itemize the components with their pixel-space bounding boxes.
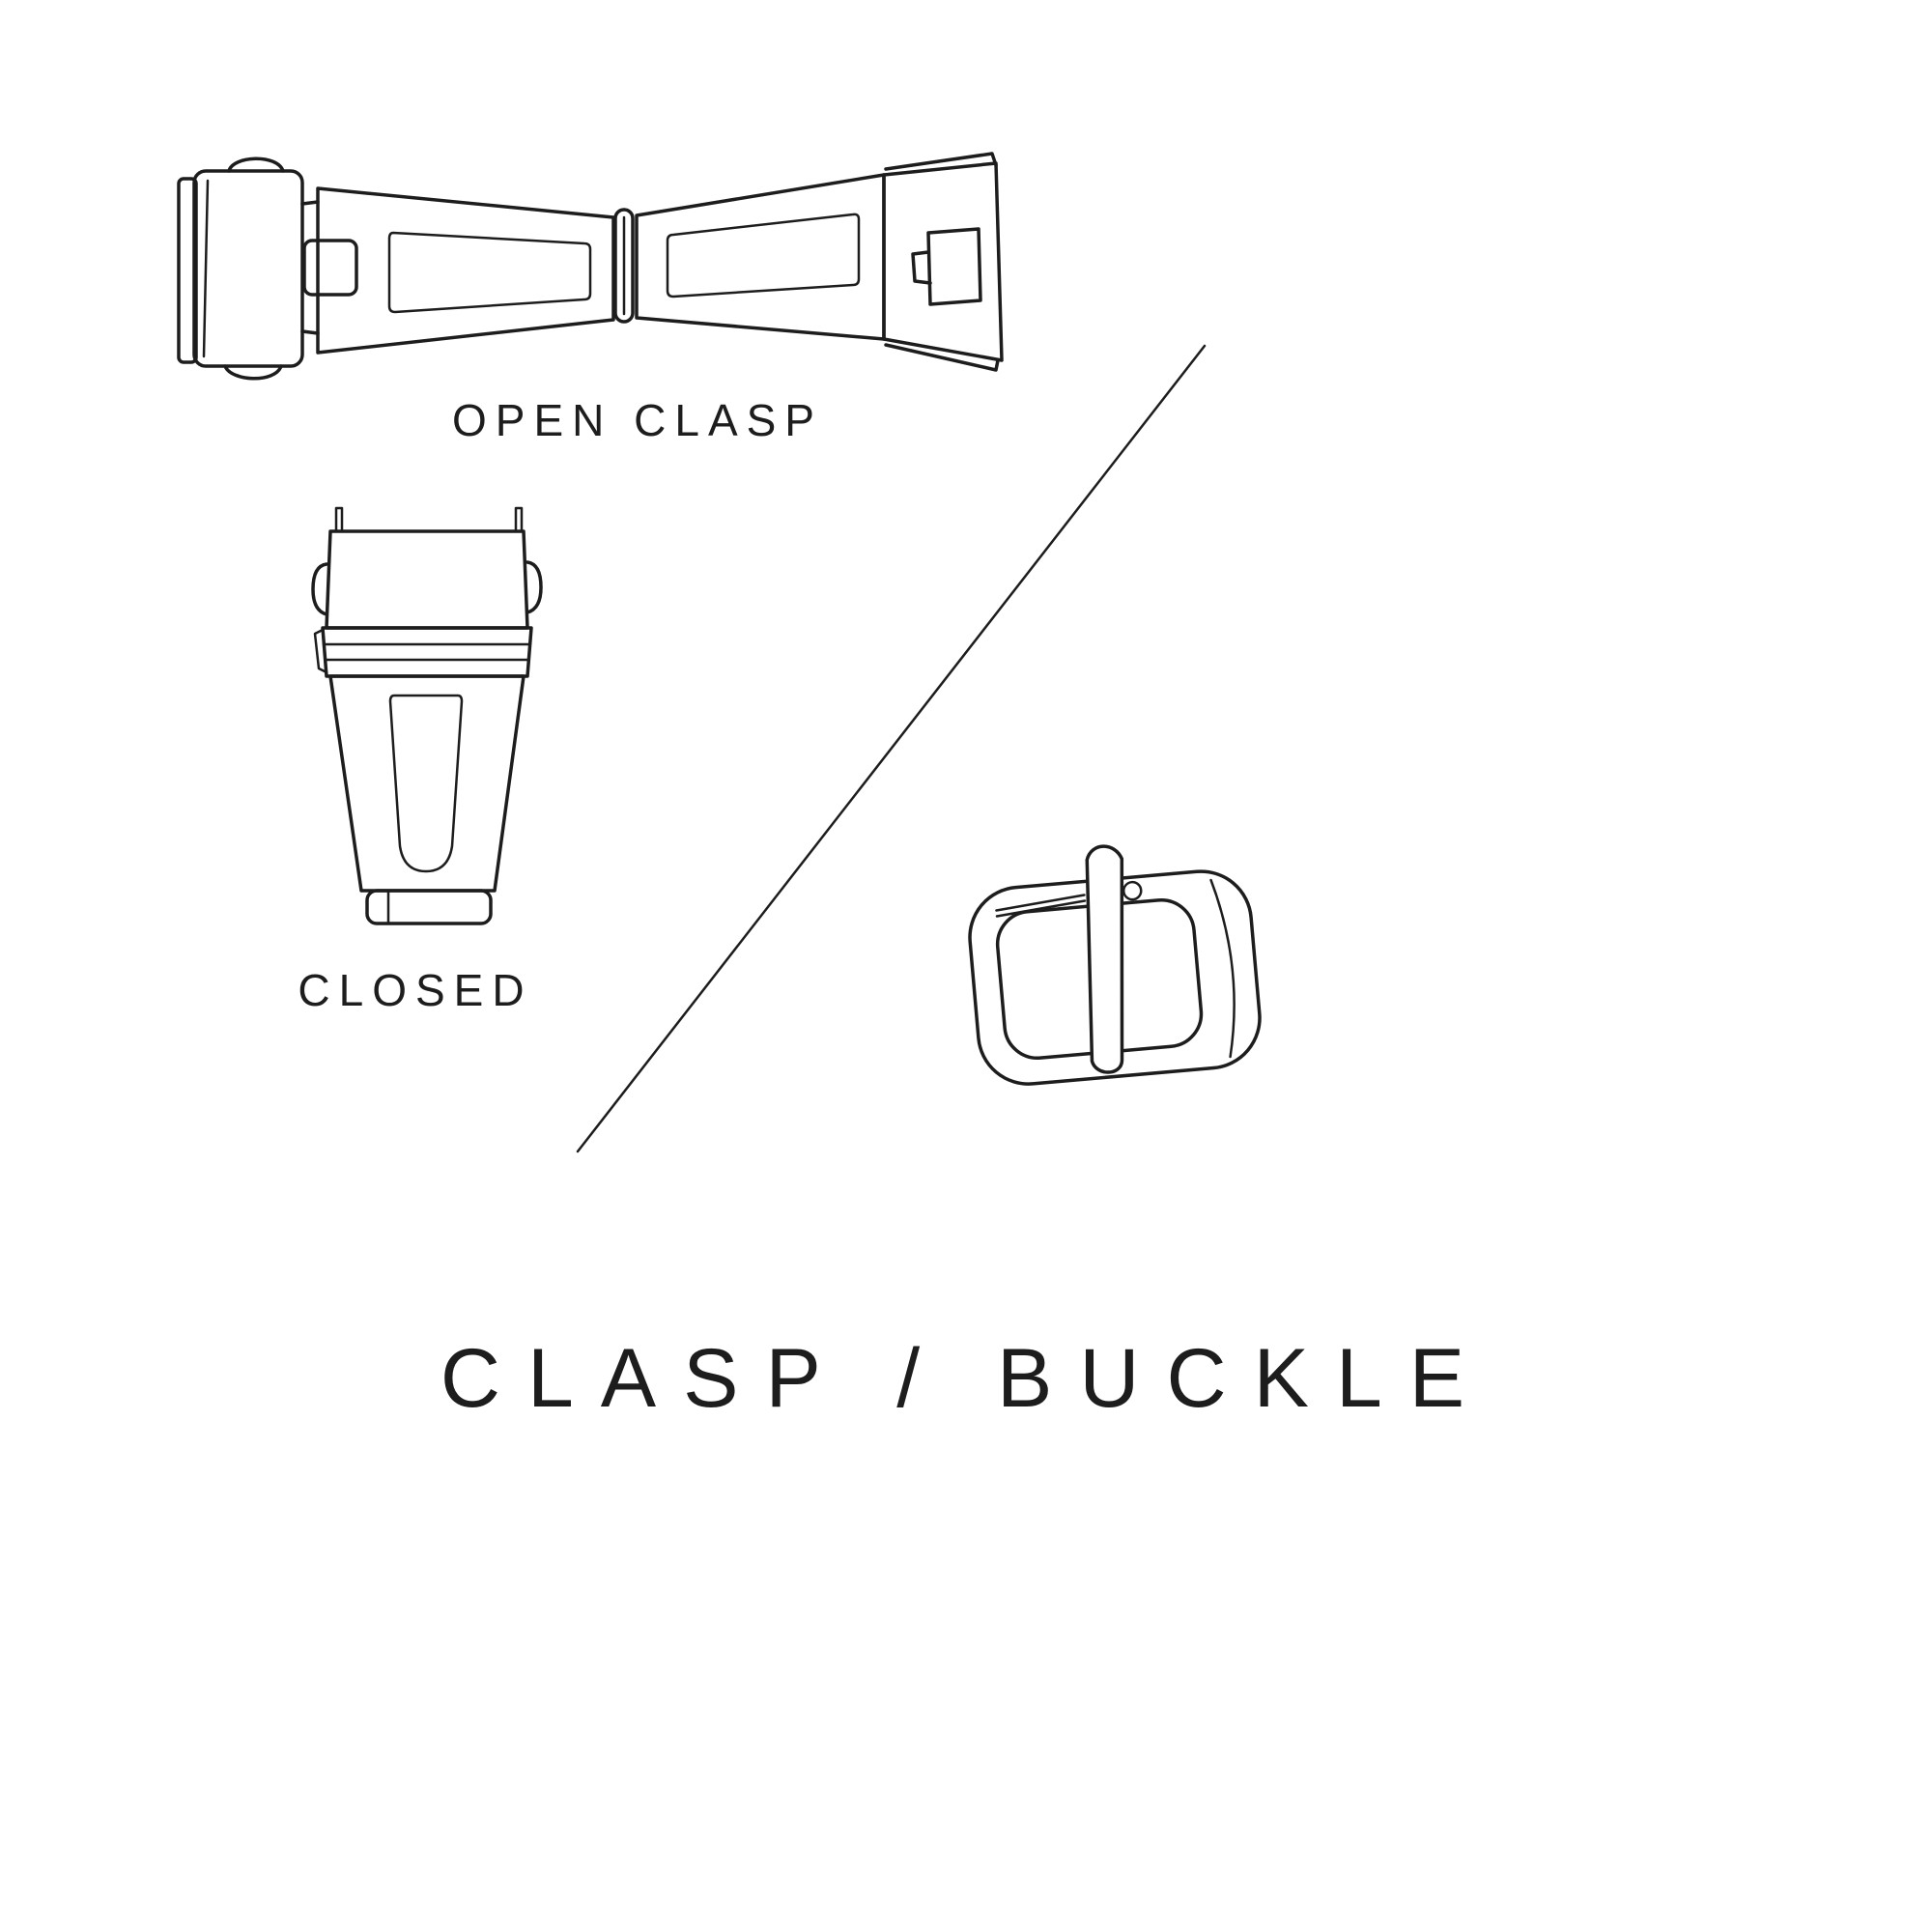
- buckle-pivot-loop: [1122, 880, 1143, 901]
- closed-clasp-ear-right: [526, 560, 543, 614]
- closed-clasp-illustration: [311, 506, 543, 925]
- open-clasp-end-block: [192, 169, 304, 368]
- page-title: CLASP / BUCKLE: [440, 1332, 1492, 1425]
- open-clasp-hinge: [613, 208, 635, 324]
- open-clasp-end-strip: [177, 177, 198, 364]
- closed-clasp-body: [328, 674, 526, 893]
- closed-clasp-ear-left: [311, 562, 328, 616]
- open-clasp-illustration: [177, 152, 1004, 381]
- open-clasp-pusher: [302, 239, 358, 297]
- open-clasp-left-arm: [316, 186, 615, 355]
- closed-clasp-foot: [365, 889, 493, 925]
- buckle-tongue: [1085, 844, 1124, 1074]
- buckle-illustration: [968, 844, 1262, 1086]
- buckle-bar: [995, 894, 1086, 912]
- open-clasp-label: OPEN CLASP: [452, 395, 823, 445]
- closed-clasp-label: CLOSED: [298, 965, 533, 1015]
- open-clasp-end-plate: [882, 161, 1004, 362]
